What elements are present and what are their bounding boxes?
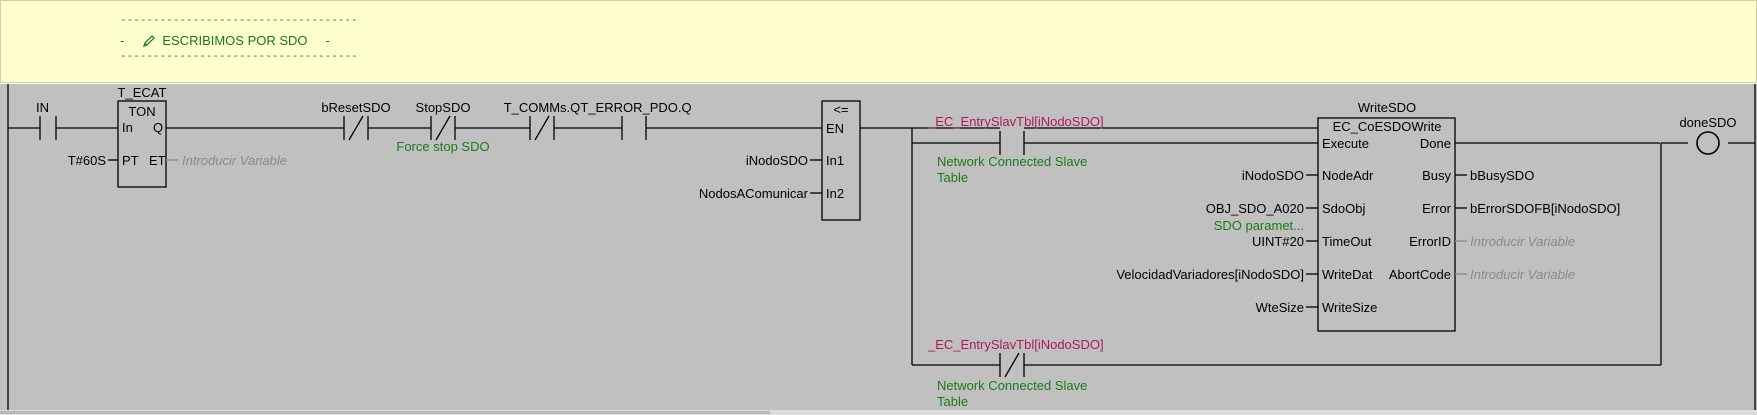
- fb-pin-done: Done: [1420, 136, 1451, 151]
- fb-pin-timeout: TimeOut: [1322, 234, 1372, 249]
- fb-instance-name[interactable]: WriteSDO: [1358, 100, 1416, 115]
- fb-in-timeout-value[interactable]: UINT#20: [1252, 234, 1304, 249]
- entry-top-comment-line2: Table: [937, 170, 968, 185]
- compare-in2-value[interactable]: NodosAComunicar: [699, 186, 809, 201]
- fb-pin-execute: Execute: [1322, 136, 1369, 151]
- coil-label[interactable]: doneSDO: [1679, 115, 1736, 130]
- fb-type: EC_CoESDOWrite: [1333, 119, 1442, 134]
- compare-en-pin: EN: [826, 121, 844, 136]
- comment-lead-dash: -: [120, 33, 125, 48]
- timer-et-pin: ET: [149, 153, 166, 168]
- contact-breset-label[interactable]: bResetSDO: [321, 100, 390, 115]
- compare-in1-value[interactable]: iNodoSDO: [746, 153, 808, 168]
- timer-et-placeholder[interactable]: Introducir Variable: [182, 153, 287, 168]
- fb-out-errorid-placeholder[interactable]: Introducir Variable: [1470, 234, 1575, 249]
- comment-dash-line-bottom: ------------------------------------: [120, 51, 358, 63]
- comment-text: ESCRIBIMOS POR SDO: [162, 33, 308, 48]
- fb-in-writedat-value[interactable]: VelocidadVariadores[iNodoSDO]: [1116, 267, 1304, 282]
- fb-out-error-value[interactable]: bErrorSDOFB[iNodoSDO]: [1470, 201, 1620, 216]
- timer-type: TON: [128, 104, 155, 119]
- contact-in-label[interactable]: IN: [36, 100, 49, 115]
- pencil-icon: [143, 34, 156, 47]
- contact-stopsdo-label[interactable]: StopSDO: [416, 100, 471, 115]
- ladder-diagram: IN T_ECAT TON In Q PT ET T#60S Introduci…: [7, 84, 1756, 410]
- fb-pin-writesize: WriteSize: [1322, 300, 1377, 315]
- scrollbar-thumb[interactable]: [0, 411, 770, 414]
- fb-pin-errorid: ErrorID: [1409, 234, 1451, 249]
- contact-entry-bottom-label[interactable]: _EC_EntrySlavTbl[iNodoSDO]: [927, 337, 1104, 352]
- timer-pt-value[interactable]: T#60S: [68, 153, 107, 168]
- fb-out-abortcode-placeholder[interactable]: Introducir Variable: [1470, 267, 1575, 282]
- fb-pin-sdoobj: SdoObj: [1322, 201, 1365, 216]
- timer-in-pin: In: [122, 120, 133, 135]
- comment-dash-line-top: ------------------------------------: [120, 15, 358, 27]
- fb-out-busy-value[interactable]: bBusySDO: [1470, 168, 1534, 183]
- fb-in-nodeadr-value[interactable]: iNodoSDO: [1242, 168, 1304, 183]
- comment-trail-dash: -: [325, 33, 330, 48]
- compare-in1-pin: In1: [826, 153, 844, 168]
- compare-in2-pin: In2: [826, 186, 844, 201]
- compare-operator: <=: [833, 102, 848, 117]
- fb-pin-writedat: WriteDat: [1322, 267, 1373, 282]
- rung-comment-block[interactable]: ------------------------------------ - E…: [0, 0, 1757, 83]
- stopsdo-comment: Force stop SDO: [396, 139, 489, 154]
- fb-pin-abortcode: AbortCode: [1389, 267, 1451, 282]
- entry-bottom-comment-line1: Network Connected Slave: [937, 378, 1087, 393]
- timer-pt-pin: PT: [122, 153, 139, 168]
- entry-top-comment-line1: Network Connected Slave: [937, 154, 1087, 169]
- sdoobj-comment: SDO paramet...: [1214, 218, 1304, 233]
- fb-pin-busy: Busy: [1422, 168, 1451, 183]
- fb-in-sdoobj-value[interactable]: OBJ_SDO_A020: [1206, 201, 1304, 216]
- comment-row: - ESCRIBIMOS POR SDO -: [120, 33, 330, 48]
- contact-entry-top-label[interactable]: _EC_EntrySlavTbl[iNodoSDO]: [927, 114, 1104, 129]
- fb-pin-nodeadr: NodeAdr: [1322, 168, 1374, 183]
- fb-in-writesize-value[interactable]: WteSize: [1256, 300, 1304, 315]
- entry-bottom-comment-line2: Table: [937, 394, 968, 409]
- fb-pin-error: Error: [1422, 201, 1452, 216]
- horizontal-scrollbar[interactable]: [0, 410, 1757, 415]
- timer-instance-name[interactable]: T_ECAT: [118, 85, 167, 100]
- contact-terror-label[interactable]: T_ERROR_PDO.Q: [580, 100, 691, 115]
- timer-q-pin: Q: [153, 120, 163, 135]
- contact-tcomms-label[interactable]: T_COMMs.Q: [504, 100, 581, 115]
- ladder-rung: IN T_ECAT TON In Q PT ET T#60S Introduci…: [0, 84, 1757, 410]
